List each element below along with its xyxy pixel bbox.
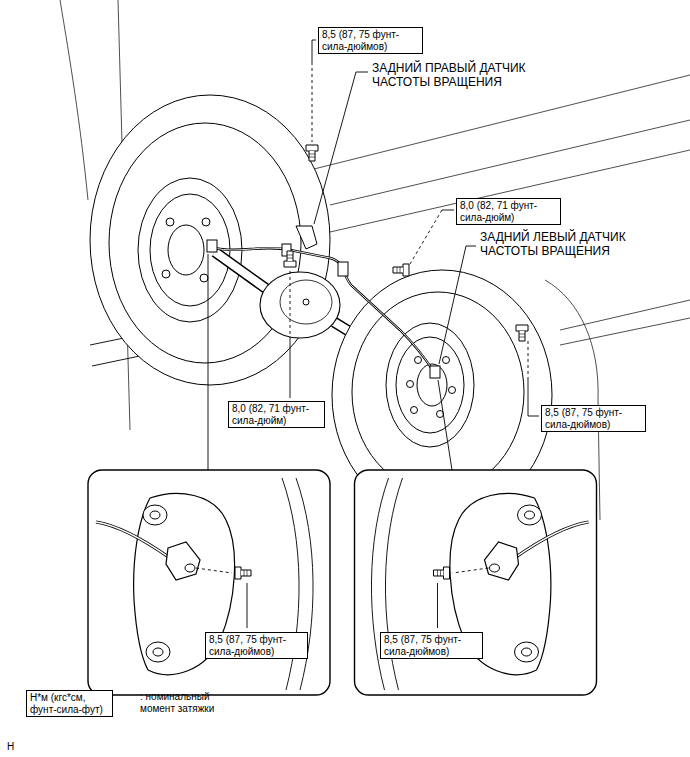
leader-lines — [290, 270, 291, 340]
leader-lines — [290, 340, 291, 398]
vehicle-body — [60, 0, 690, 520]
axle-housing — [303, 299, 309, 305]
right-wheel — [437, 411, 444, 418]
leader-lines — [208, 254, 209, 470]
leader-lines — [439, 246, 476, 364]
torque-value: 8,0 (82, 71 фунт-сила-дюйм) — [460, 200, 557, 223]
vehicle-body — [560, 318, 690, 345]
sensor-harness — [214, 248, 434, 372]
right-wheel — [396, 337, 464, 433]
left-wheel — [168, 225, 204, 275]
leader-lines — [312, 40, 316, 62]
torque-box: 8,0 (82, 71 фунт-сила-дюйм) — [228, 401, 325, 428]
sensor-harness — [338, 262, 348, 276]
torque-value: 8,5 (87, 75 фунт-сила-дюймов) — [209, 634, 304, 657]
sensor-harness — [214, 248, 434, 372]
bolts — [306, 145, 318, 161]
torque-box: 8,5 (87, 75 фунт-сила-дюймов) — [205, 632, 308, 659]
legend-torque-box: Н*м (кгс*см, фунт-сила-фут) — [26, 690, 113, 717]
right-wheel — [443, 357, 450, 364]
part-name: ЗАДНИЙ ЛЕВЫЙ ДАТЧИК ЧАСТОТЫ ВРАЩЕНИЯ — [479, 229, 667, 260]
figure-code: H — [6, 740, 15, 754]
leader-lines — [528, 380, 539, 416]
leader-lines — [312, 62, 313, 142]
bolts — [516, 325, 528, 341]
left-wheel — [90, 95, 330, 385]
leader-lines — [438, 380, 452, 470]
torque-box: 8,5 (87, 75 фунт-сила-дюймов) — [541, 405, 646, 432]
legend-note: : номинальный момент затяжки — [139, 690, 233, 715]
vehicle-body — [60, 0, 88, 200]
torque-box: 8,5 (87, 75 фунт-сила-дюймов) — [318, 27, 423, 54]
torque-value: 8,5 (87, 75 фунт-сила-дюймов) — [545, 407, 642, 430]
torque-box: 8,0 (82, 71 фунт-сила-дюйм) — [456, 198, 561, 225]
leader-lines — [410, 210, 442, 264]
bolts — [284, 251, 296, 267]
left-wheel — [202, 218, 210, 226]
left-inset — [88, 470, 330, 695]
left-wheel — [162, 270, 170, 278]
left-wheel — [90, 95, 330, 385]
sensor-harness — [207, 226, 440, 378]
torque-value: 8,0 (82, 71 фунт-сила-дюйм) — [232, 403, 321, 426]
left-wheel — [200, 274, 208, 282]
right-wheel — [417, 364, 447, 406]
right-inset — [355, 470, 597, 695]
leader-lines — [442, 210, 454, 211]
part-name: ЗАДНИЙ ПРАВЫЙ ДАТЧИК ЧАСТОТЫ ВРАЩЕНИЯ — [371, 60, 559, 91]
leader-lines — [528, 340, 529, 380]
right-wheel — [407, 381, 414, 388]
right-wheel — [449, 387, 456, 394]
torque-value: 8,5 (87, 75 фунт-сила-дюймов) — [322, 29, 419, 52]
right-wheel — [352, 292, 524, 492]
left-wheel — [166, 218, 174, 226]
axle-housing — [260, 272, 340, 338]
sensor-harness — [207, 240, 217, 252]
sensor-harness — [296, 226, 317, 249]
vehicle-body — [330, 150, 690, 232]
axle-housing — [280, 280, 332, 324]
right-wheel — [415, 357, 422, 364]
right-wheel — [411, 407, 418, 414]
leader-lines — [314, 72, 368, 224]
vehicle-body — [250, 75, 690, 185]
torque-value: Н*м (кгс*см, фунт-сила-фут) — [30, 692, 109, 715]
torque-box: 8,5 (87, 75 фунт-сила-дюймов) — [380, 632, 483, 659]
right-wheel — [386, 323, 474, 447]
torque-value: 8,5 (87, 75 фунт-сила-дюймов) — [384, 634, 479, 657]
bolts — [393, 264, 409, 276]
sensor-harness — [430, 366, 440, 378]
